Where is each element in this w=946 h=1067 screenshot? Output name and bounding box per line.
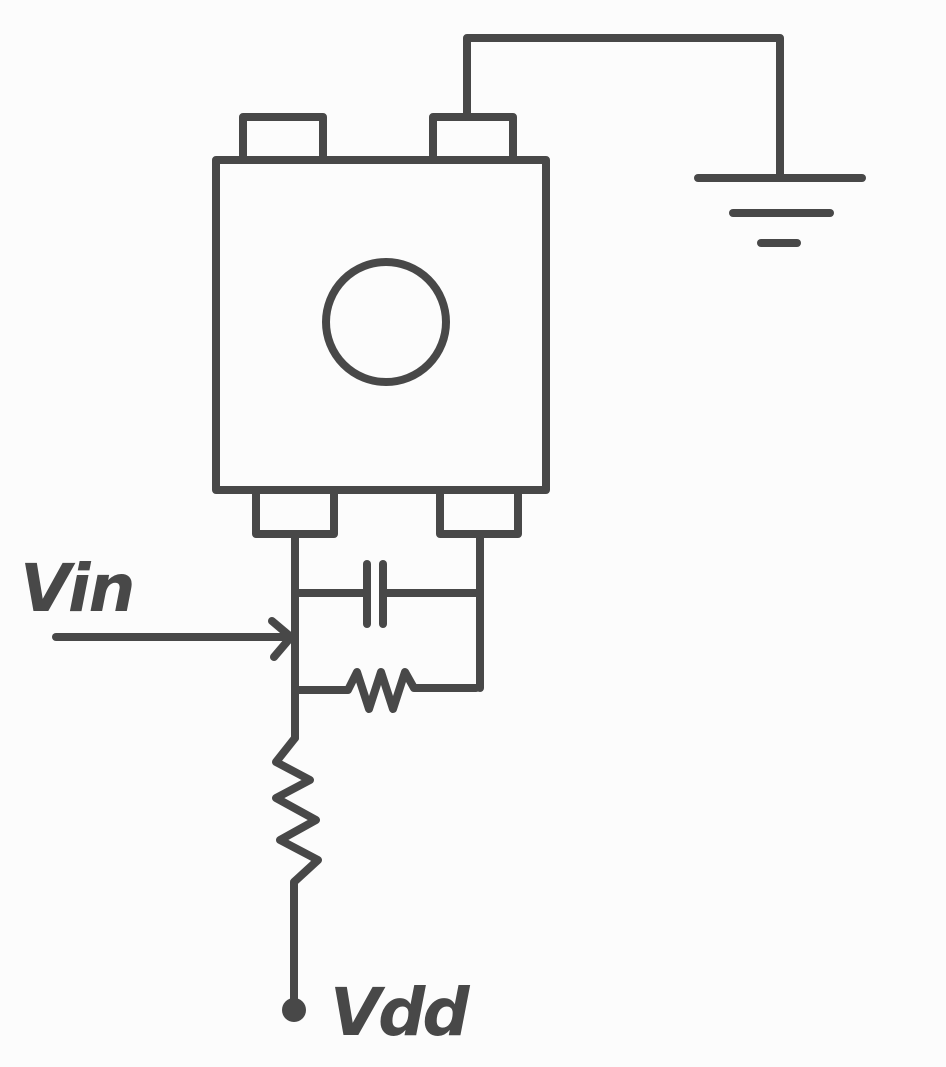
component-body (212, 156, 550, 494)
capacitor-symbol (291, 560, 484, 628)
top-right-pin (429, 113, 517, 164)
feedback-resistor (291, 668, 480, 713)
bottom-left-pin (252, 486, 338, 538)
ground-wire (463, 34, 784, 182)
supply-terminal-dot (282, 998, 306, 1022)
top-left-pin (239, 113, 327, 164)
ground-symbol (694, 174, 866, 247)
component-center-circle (322, 258, 450, 386)
series-resistor (272, 734, 322, 1009)
input-arrow (52, 617, 295, 661)
bottom-right-pin (436, 486, 522, 538)
input-voltage-label: Vin (20, 550, 136, 627)
supply-voltage-label: Vdd (330, 974, 470, 1051)
